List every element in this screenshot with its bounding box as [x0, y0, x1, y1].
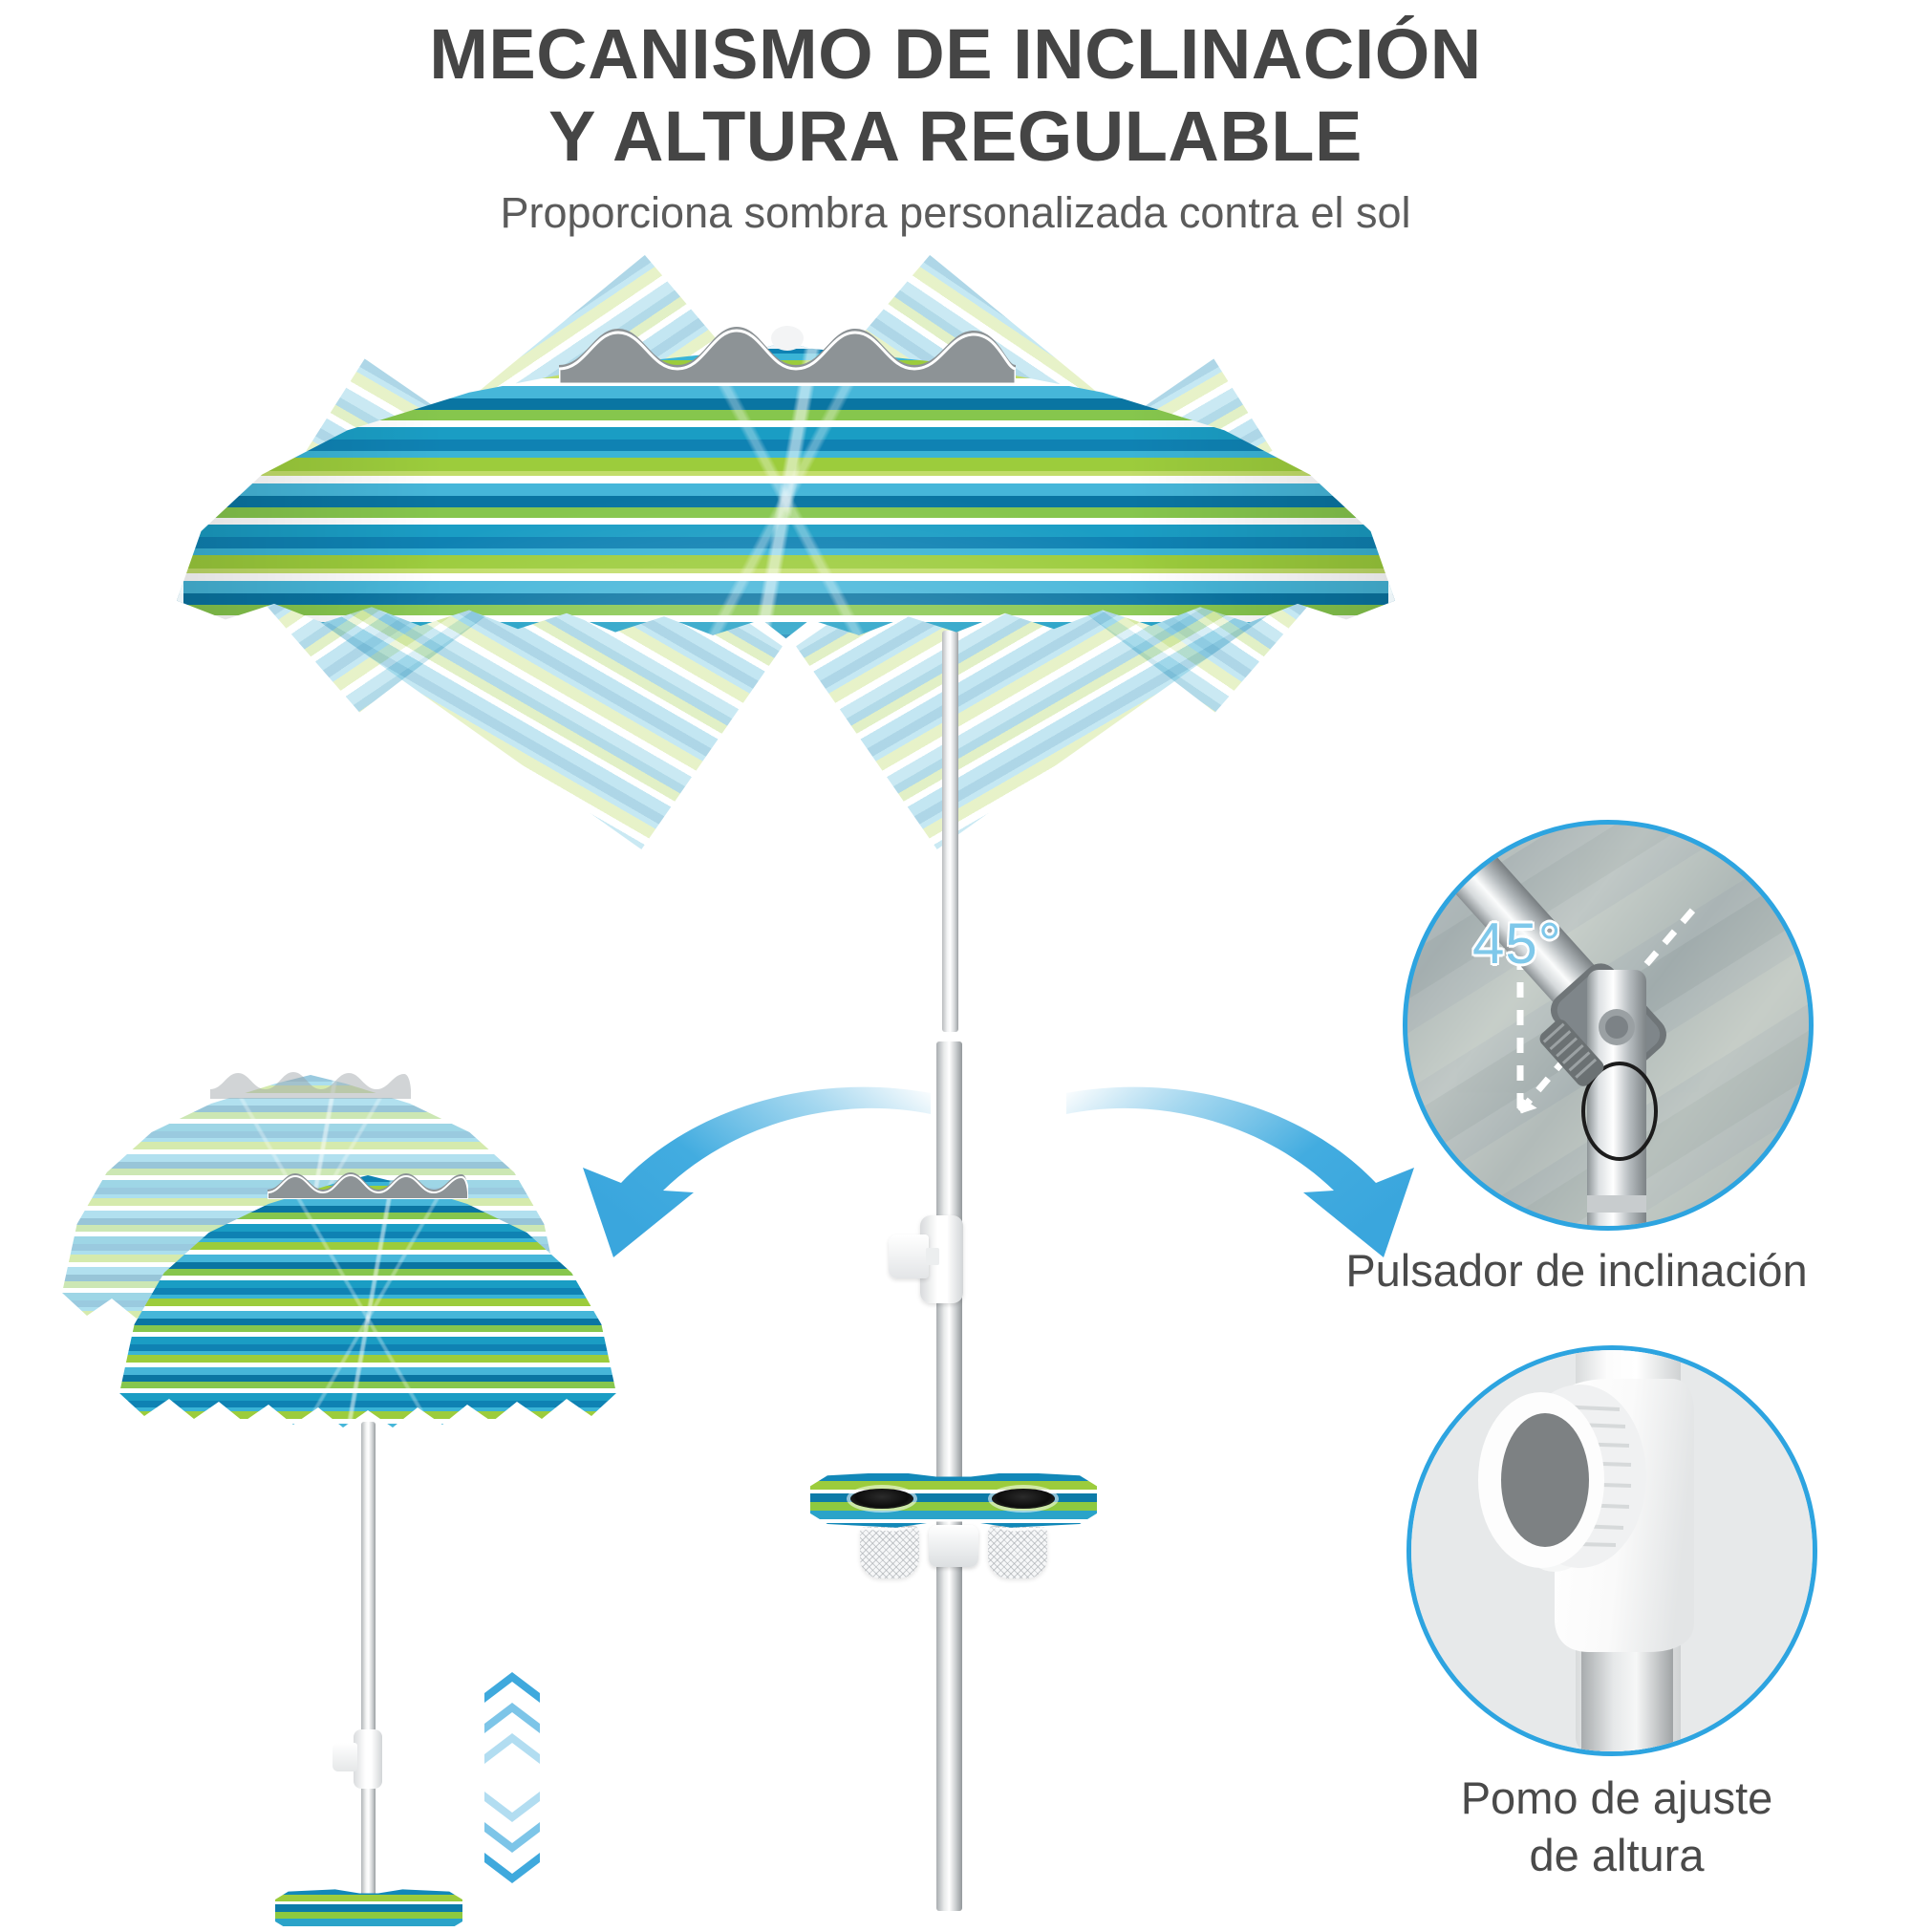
demo-crown-low [268, 1172, 468, 1199]
demo-side-table [275, 1889, 462, 1932]
cup-holder-right [992, 1489, 1055, 1509]
curved-arrow-left-icon [583, 1086, 931, 1257]
tilt-joint-icon [1407, 825, 1809, 1226]
page-title-line-1: MECANISMO DE INCLINACIÓN [429, 14, 1482, 94]
canopy-crown-scallops [559, 326, 1016, 384]
demo-height-knob[interactable] [333, 1743, 357, 1771]
mesh-pocket-left [860, 1527, 919, 1578]
height-adjust-knob[interactable] [889, 1234, 939, 1278]
demo-pole [361, 1422, 376, 1919]
page-subtitle: Proporciona sombra personalizada contra … [500, 188, 1411, 237]
header: MECANISMO DE INCLINACIÓN Y ALTURA REGULA… [0, 0, 1911, 241]
tilt-angle-label: 45° [1472, 912, 1562, 976]
side-table [810, 1470, 1097, 1589]
table-center-hub [929, 1525, 978, 1567]
main-umbrella-canopy [177, 315, 1395, 659]
canopy-shading [177, 342, 1395, 639]
tilt-callout-caption: Pulsador de inclinación [1345, 1245, 1808, 1296]
umbrella-pole-lower [936, 1041, 962, 1911]
canopy-body [177, 342, 1395, 639]
cup-holder-left [850, 1489, 913, 1509]
demo-height-collar[interactable] [354, 1729, 382, 1789]
page-title-line-2: Y ALTURA REGULABLE [548, 97, 1363, 176]
demo-crown-high [210, 1072, 411, 1099]
mesh-pocket-right [988, 1527, 1047, 1578]
tilt-mechanism-callout: 45° [1403, 820, 1814, 1231]
umbrella-pole-upper [942, 631, 958, 1032]
chevron-down-stack-icon [484, 1792, 540, 1883]
curved-arrow-right-icon [1066, 1086, 1414, 1257]
height-comparison-illustration [38, 1061, 650, 1932]
height-callout-caption: Pomo de ajuste de altura [1460, 1772, 1773, 1880]
adjustment-knob-icon [1411, 1350, 1813, 1751]
height-knob-callout [1406, 1345, 1817, 1756]
chevron-up-stack-icon [484, 1672, 540, 1764]
